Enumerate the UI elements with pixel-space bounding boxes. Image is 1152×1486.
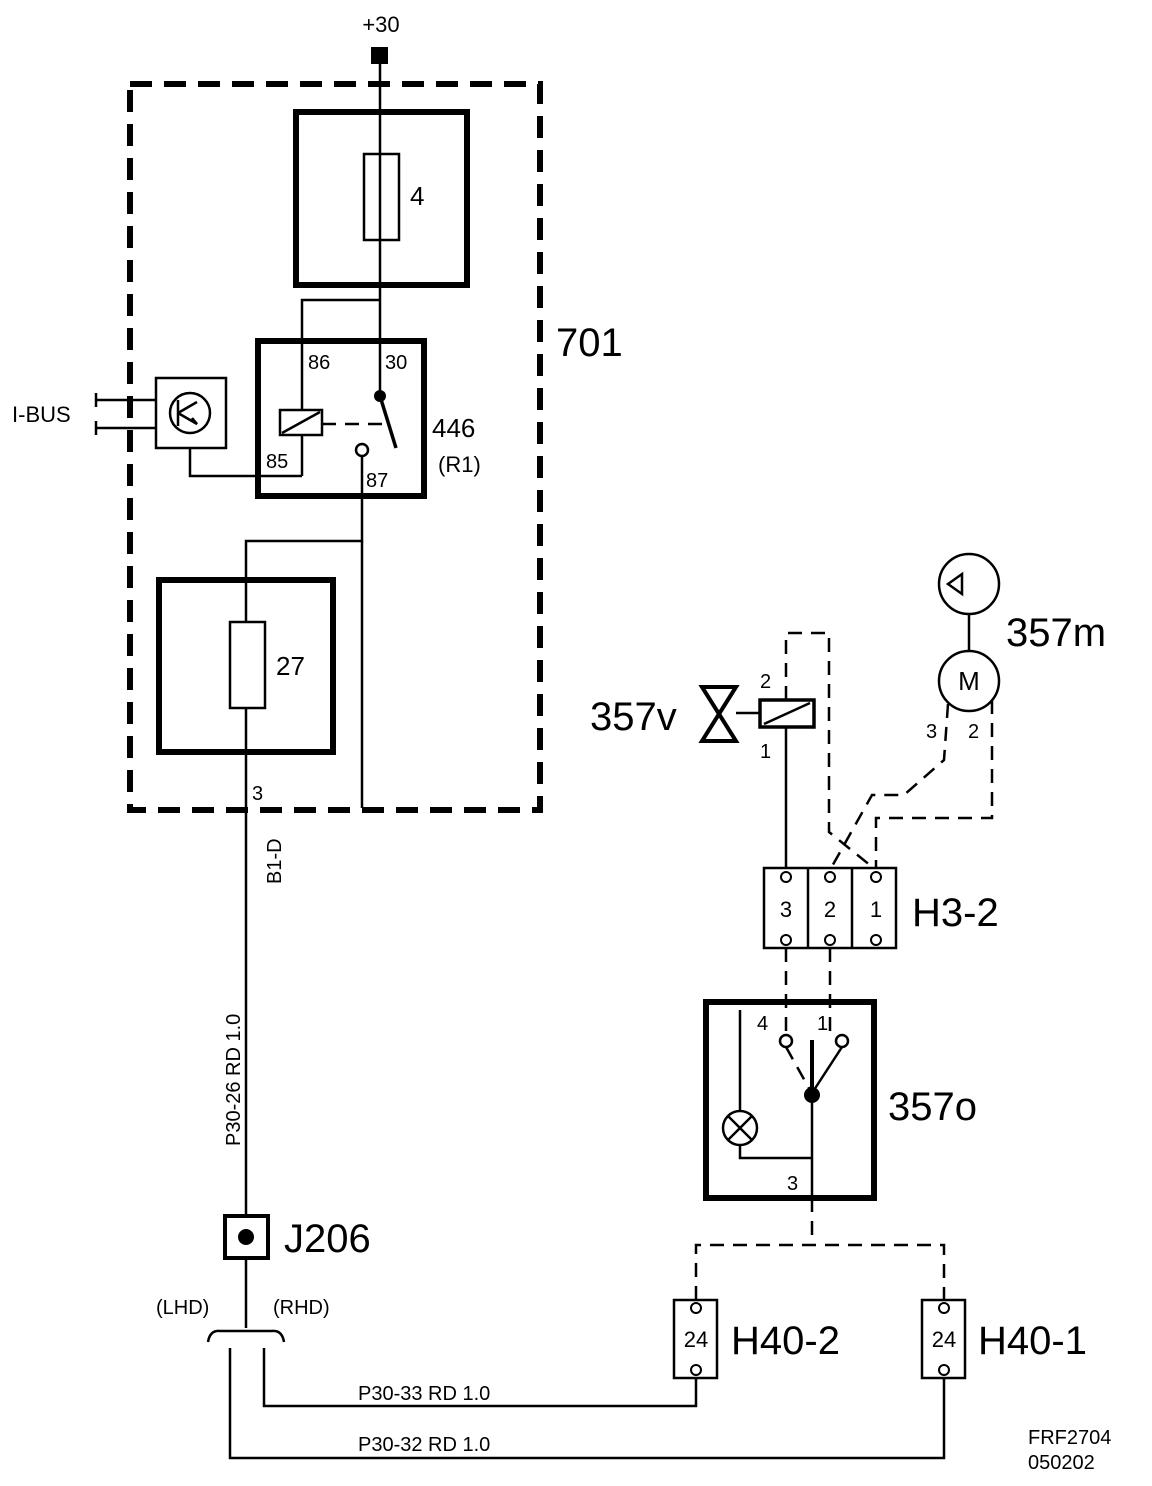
switch-arm-4 [784, 1046, 812, 1091]
switch-contact-4 [778, 1033, 794, 1049]
wire-motor-2 [874, 700, 994, 870]
wire-relay-87 [244, 456, 364, 622]
lamp-cross [727, 1115, 753, 1141]
h3-2-pin-bot-1 [870, 934, 882, 946]
h3-2-pin-top-3 [780, 871, 792, 883]
fuse-27-label: 27 [276, 651, 305, 681]
wire-p30-33 [262, 1348, 698, 1408]
wire-h40-bus [694, 1243, 946, 1300]
fuse-4 [362, 152, 401, 242]
h40-2-pin-top [690, 1302, 702, 1314]
b1d-label: B1-D [264, 838, 286, 884]
motor-m-label: M [958, 666, 980, 696]
wire-p30-32 [228, 1348, 946, 1460]
valve-pin-2: 2 [760, 671, 771, 693]
variant-bracket [206, 1329, 286, 1343]
valve-357v-label: 357v [590, 695, 677, 739]
supply-terminal [371, 47, 388, 64]
lamp-return [738, 1145, 812, 1160]
h3-2-pin-bot-3 [780, 934, 792, 946]
motor-pin-3: 3 [926, 721, 937, 743]
valve-coil-diagonal [763, 701, 811, 726]
valve-pin-1: 1 [760, 741, 771, 763]
h3-2-pin-top-1 [870, 871, 882, 883]
relay-pin-85: 85 [266, 451, 288, 473]
relay-pin-87: 87 [366, 470, 388, 492]
valve-icon [698, 685, 740, 743]
supply-label: +30 [362, 12, 399, 37]
pump-arrow-icon [945, 571, 964, 597]
h40-1-label: H40-1 [978, 1319, 1087, 1363]
relay-pin-30: 30 [385, 352, 407, 374]
h3-2-pin-2: 2 [824, 897, 836, 922]
switch-pin-4: 4 [757, 1013, 768, 1035]
transistor-icon [176, 400, 198, 426]
module-pin-3: 3 [252, 783, 263, 805]
wire-32-label: P30-32 RD 1.0 [358, 1434, 490, 1456]
ref-date: 050202 [1028, 1452, 1095, 1474]
relay-446-label: 446 [432, 413, 475, 443]
h40-2-pin-label: 24 [684, 1327, 708, 1352]
switch-357o [703, 999, 877, 1201]
motor-357m-label: 357m [1006, 611, 1106, 655]
control-module-symbol [168, 391, 212, 435]
motor-symbol [937, 649, 1001, 713]
motor-pin-2: 2 [968, 721, 979, 743]
wire-module-85 [188, 448, 302, 478]
control-module [154, 376, 228, 450]
h3-2-pin-1: 1 [870, 897, 882, 922]
lhd-label: (LHD) [156, 1297, 209, 1319]
wire-33-label: P30-33 RD 1.0 [358, 1383, 490, 1405]
fuse-27 [228, 620, 267, 710]
ibus-connector [94, 393, 156, 435]
relay-contact-87 [354, 442, 370, 458]
relay-446-sublabel: (R1) [438, 452, 481, 477]
j206-dot [238, 1229, 254, 1245]
wire-valve-2 [784, 631, 877, 871]
h3-2-pin-bot-2 [824, 934, 836, 946]
h40-1-pin-bottom [938, 1364, 950, 1376]
module-701-enclosure [127, 81, 543, 813]
wire-main-label: P30-26 RD 1.0 [223, 1014, 245, 1146]
switch-pin-1: 1 [817, 1013, 828, 1035]
relay-coil-diagonal [281, 410, 321, 435]
module-701-label: 701 [556, 321, 623, 365]
ref-code: FRF2704 [1028, 1427, 1111, 1449]
fuse-4-holder [293, 109, 470, 288]
ibus-label: I-BUS [12, 402, 71, 427]
wire-relay-86 [300, 298, 380, 410]
h3-2-pin-3: 3 [780, 897, 792, 922]
h40-2-label: H40-2 [731, 1319, 840, 1363]
relay-pin-86: 86 [308, 352, 330, 374]
wire-motor-3 [828, 703, 950, 871]
h40-2-pin-bottom [690, 1364, 702, 1376]
h3-2-label: H3-2 [912, 891, 999, 935]
switch-arm-1 [812, 1046, 844, 1091]
h40-1-pin-top [938, 1302, 950, 1314]
switch-pin-3: 3 [787, 1173, 798, 1195]
h40-1-pin-label: 24 [932, 1327, 956, 1352]
switch-contact-1 [834, 1033, 850, 1049]
j206-label: J206 [284, 1217, 371, 1261]
h3-2-pin-top-2 [824, 871, 836, 883]
rhd-label: (RHD) [273, 1297, 330, 1319]
switch-357o-label: 357o [888, 1085, 977, 1129]
relay-contact-arm [378, 395, 398, 449]
relay-446 [255, 338, 427, 499]
fuse-4-label: 4 [410, 181, 424, 211]
